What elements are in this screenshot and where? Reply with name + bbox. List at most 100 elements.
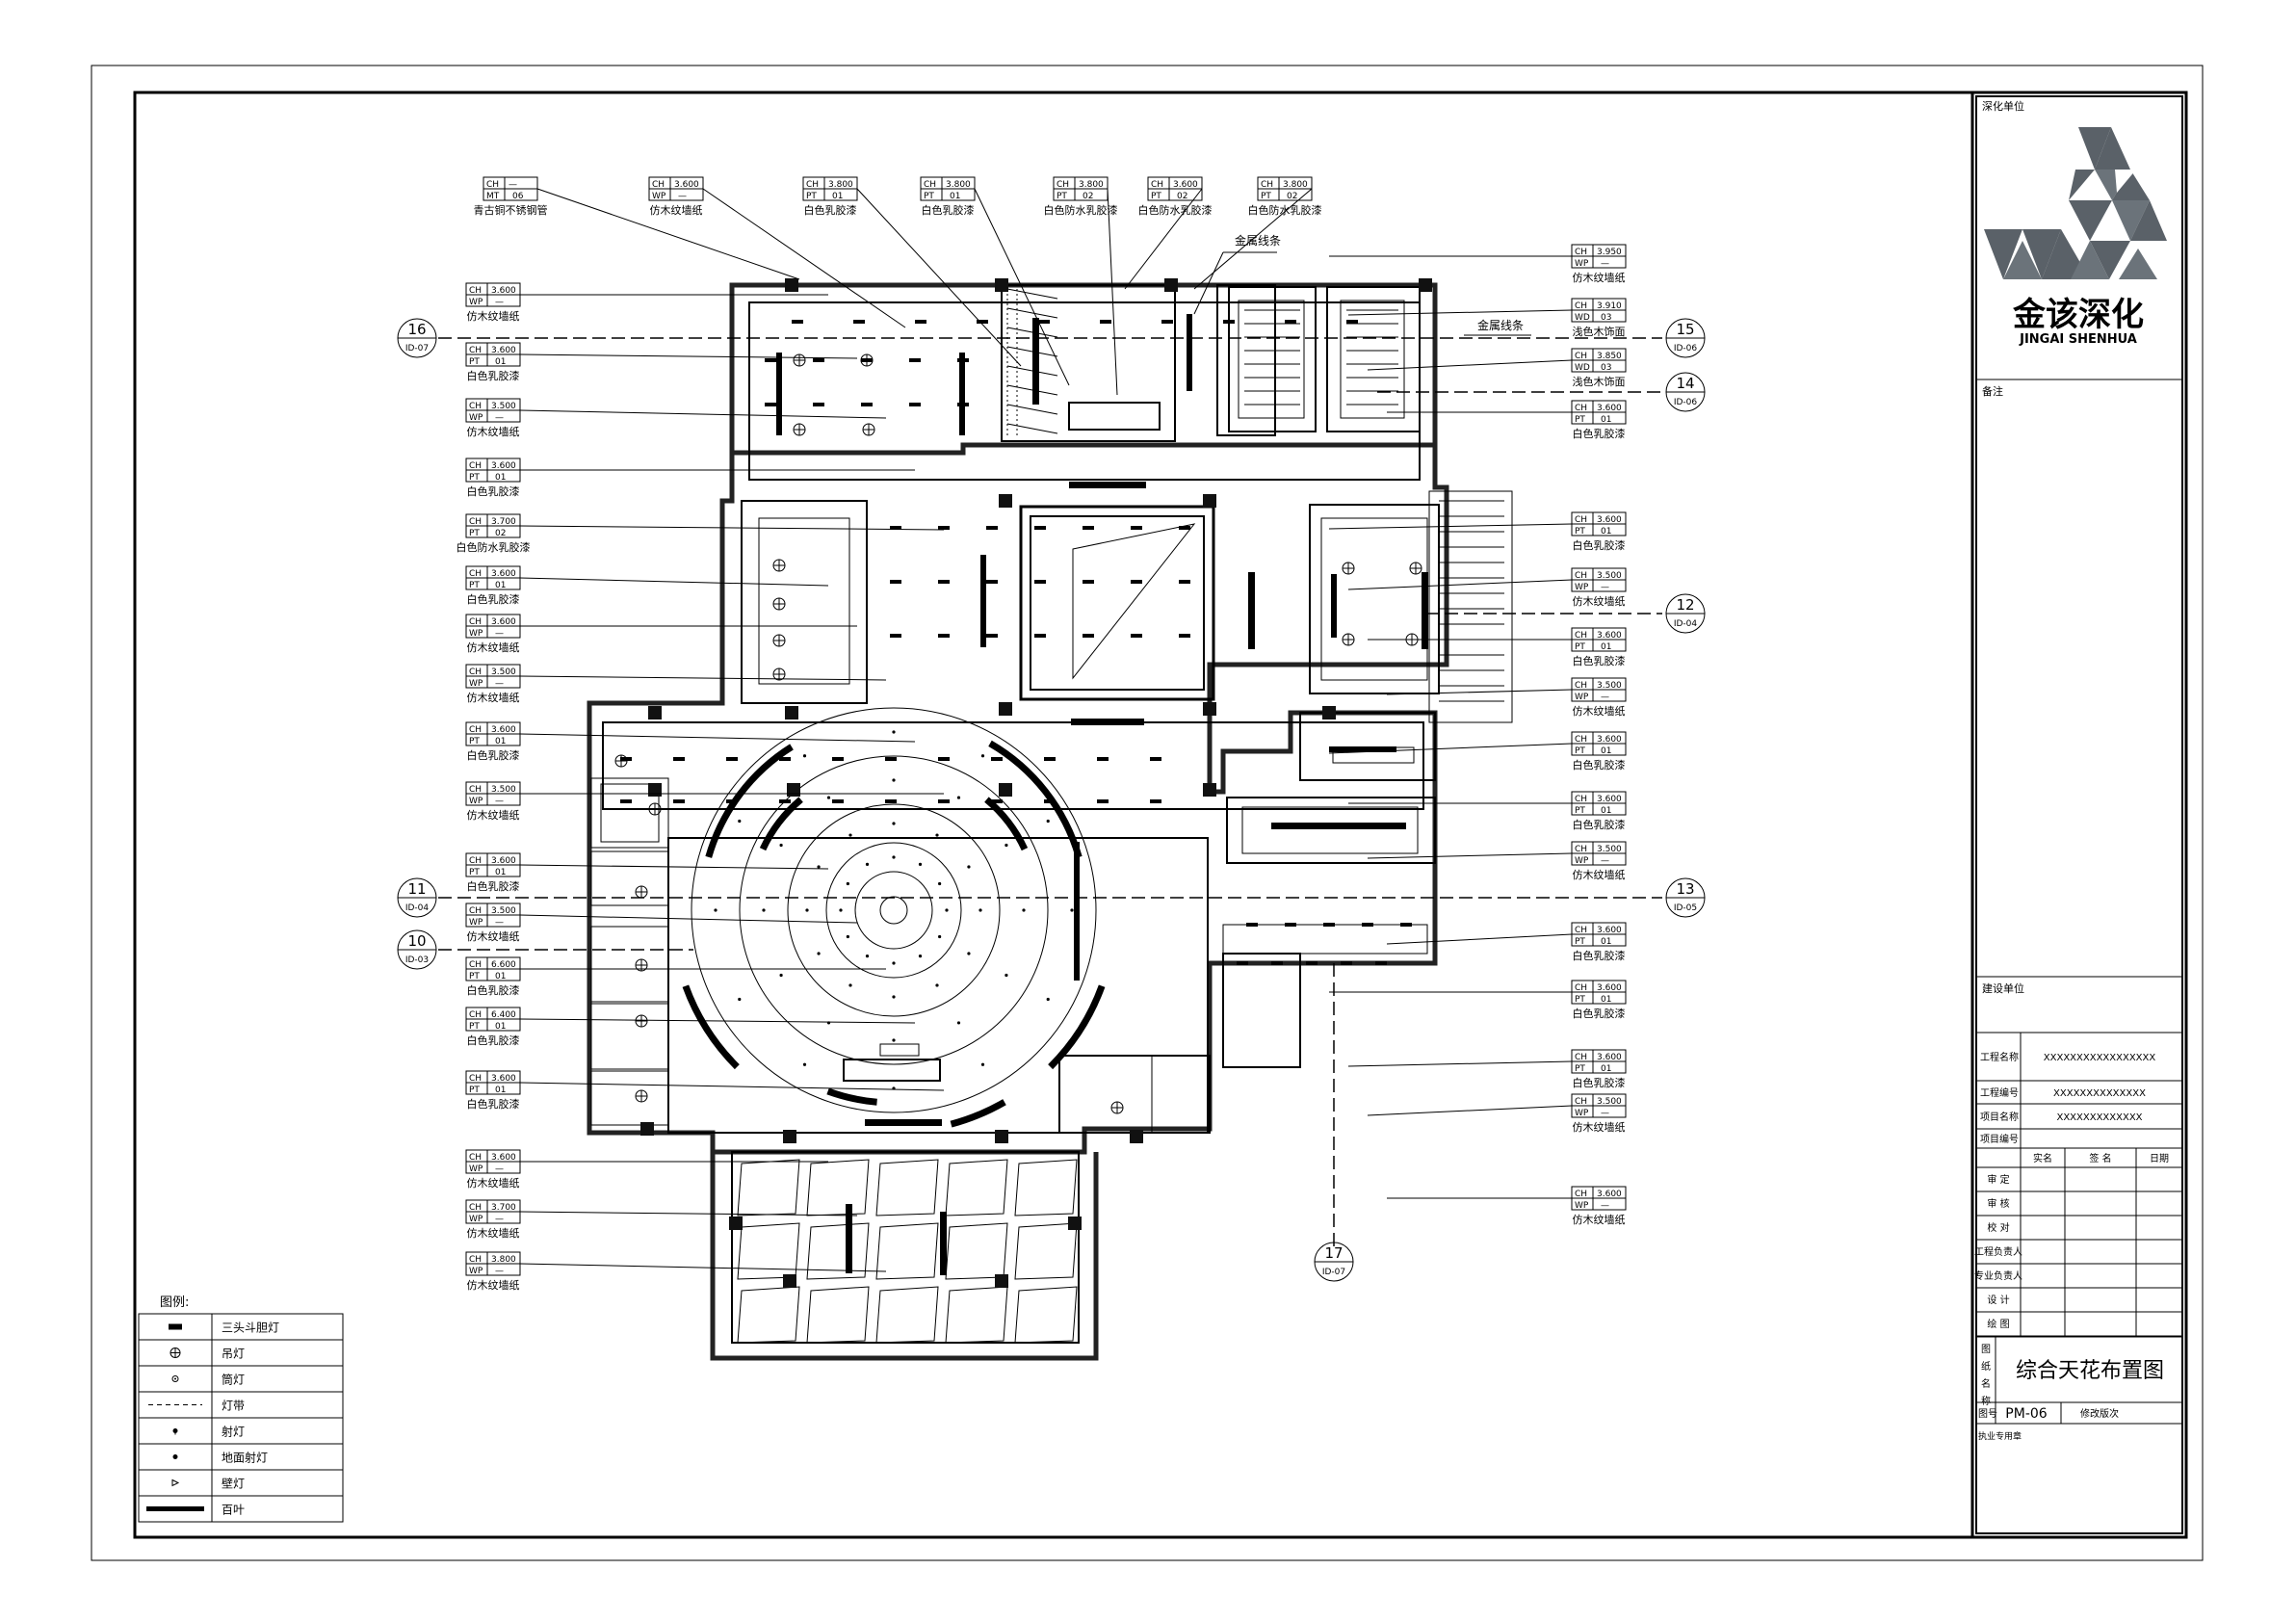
svg-text:CH: CH	[1575, 983, 1587, 993]
svg-text:白色乳胶漆: 白色乳胶漆	[467, 983, 520, 997]
svg-text:CH: CH	[469, 346, 482, 355]
svg-text:白色防水乳胶漆: 白色防水乳胶漆	[1248, 203, 1322, 217]
svg-text:—: —	[495, 629, 504, 639]
svg-text:CH: CH	[1151, 180, 1163, 190]
svg-text:PT: PT	[1575, 806, 1585, 816]
legend-label: 吊灯	[222, 1347, 245, 1361]
metal-strip-note-1: 金属线条	[1235, 233, 1281, 248]
svg-text:CH: CH	[469, 725, 482, 735]
svg-text:WP: WP	[1575, 259, 1589, 269]
col-real-name: 实名	[2033, 1152, 2052, 1164]
legend-label: 筒灯	[222, 1373, 245, 1387]
item-no-label: 项目编号	[1980, 1133, 2019, 1145]
svg-text:PT: PT	[469, 1086, 480, 1095]
company-name-en: JINGAI SHENHUA	[2019, 332, 2137, 347]
legend-label: 百叶	[222, 1504, 245, 1517]
svg-text:仿木纹墙纸: 仿木纹墙纸	[467, 425, 520, 438]
svg-text:3.500: 3.500	[491, 402, 516, 411]
downlight-icon	[171, 1375, 179, 1382]
svg-text:PT: PT	[1575, 746, 1585, 756]
svg-text:仿木纹墙纸: 仿木纹墙纸	[467, 1278, 520, 1292]
svg-text:CH: CH	[469, 1010, 482, 1020]
svg-text:01: 01	[495, 972, 506, 981]
svg-text:仿木纹墙纸: 仿木纹墙纸	[650, 203, 703, 217]
svg-text:CH: CH	[652, 180, 665, 190]
svg-text:01: 01	[1601, 995, 1611, 1005]
svg-text:白色乳胶漆: 白色乳胶漆	[467, 879, 520, 893]
svg-text:3.600: 3.600	[491, 569, 516, 579]
svg-text:CH: CH	[469, 402, 482, 411]
svg-text:02: 02	[1177, 192, 1187, 201]
svg-text:仿木纹墙纸: 仿木纹墙纸	[467, 1176, 520, 1190]
svg-text:CH: CH	[469, 906, 482, 916]
svg-text:02: 02	[495, 529, 506, 538]
svg-text:PT: PT	[1575, 937, 1585, 947]
svg-text:CH: CH	[1575, 681, 1587, 691]
svg-text:03: 03	[1601, 313, 1611, 323]
svg-text:10: 10	[407, 932, 426, 950]
spotlight-icon	[172, 1428, 178, 1435]
svg-text:02: 02	[1083, 192, 1093, 201]
svg-text:3.600: 3.600	[491, 617, 516, 627]
svg-text:白色乳胶漆: 白色乳胶漆	[1573, 538, 1626, 552]
svg-text:01: 01	[1601, 642, 1611, 652]
svg-text:仿木纹墙纸: 仿木纹墙纸	[1573, 271, 1626, 284]
svg-text:仿木纹墙纸: 仿木纹墙纸	[467, 1226, 520, 1240]
svg-text:15: 15	[1676, 321, 1694, 338]
svg-text:仿木纹墙纸: 仿木纹墙纸	[1573, 1213, 1626, 1226]
svg-text:仿木纹墙纸: 仿木纹墙纸	[467, 808, 520, 822]
project-no-value: XXXXXXXXXXXXXX	[2053, 1088, 2146, 1099]
inner-border	[133, 91, 2188, 1539]
drawing-name-label: 图纸名称	[1981, 1344, 1991, 1407]
svg-text:—: —	[495, 1267, 504, 1276]
legend-label: 灯带	[222, 1400, 245, 1413]
drawing-title: 综合天花布置图	[2016, 1359, 2164, 1383]
svg-text:PT: PT	[469, 1022, 480, 1032]
svg-text:CH: CH	[469, 667, 482, 677]
svg-text:ID-07: ID-07	[405, 344, 429, 353]
svg-text:01: 01	[1601, 937, 1611, 947]
svg-text:WP: WP	[1575, 583, 1589, 592]
svg-text:白色乳胶漆: 白色乳胶漆	[1573, 758, 1626, 772]
svg-text:PT: PT	[1575, 995, 1585, 1005]
svg-text:WP: WP	[1575, 693, 1589, 702]
svg-text:3.800: 3.800	[491, 1255, 516, 1265]
svg-text:3.600: 3.600	[674, 180, 699, 190]
svg-text:3.700: 3.700	[491, 517, 516, 527]
svg-text:白色乳胶漆: 白色乳胶漆	[1573, 818, 1626, 831]
svg-text:白色乳胶漆: 白色乳胶漆	[1573, 654, 1626, 667]
svg-text:白色乳胶漆: 白色乳胶漆	[804, 203, 857, 217]
svg-text:WP: WP	[469, 298, 483, 307]
svg-text:ID-03: ID-03	[405, 955, 429, 965]
company-logo	[1984, 127, 2167, 279]
svg-text:白色乳胶漆: 白色乳胶漆	[467, 748, 520, 762]
svg-text:01: 01	[495, 868, 506, 877]
svg-text:WP: WP	[469, 797, 483, 806]
svg-text:3.600: 3.600	[491, 461, 516, 471]
svg-text:白色乳胶漆: 白色乳胶漆	[1573, 427, 1626, 440]
drawing-no-label: 图号	[1978, 1408, 1997, 1420]
svg-text:WP: WP	[469, 1267, 483, 1276]
svg-text:—: —	[495, 918, 504, 928]
svg-text:仿木纹墙纸: 仿木纹墙纸	[467, 691, 520, 704]
